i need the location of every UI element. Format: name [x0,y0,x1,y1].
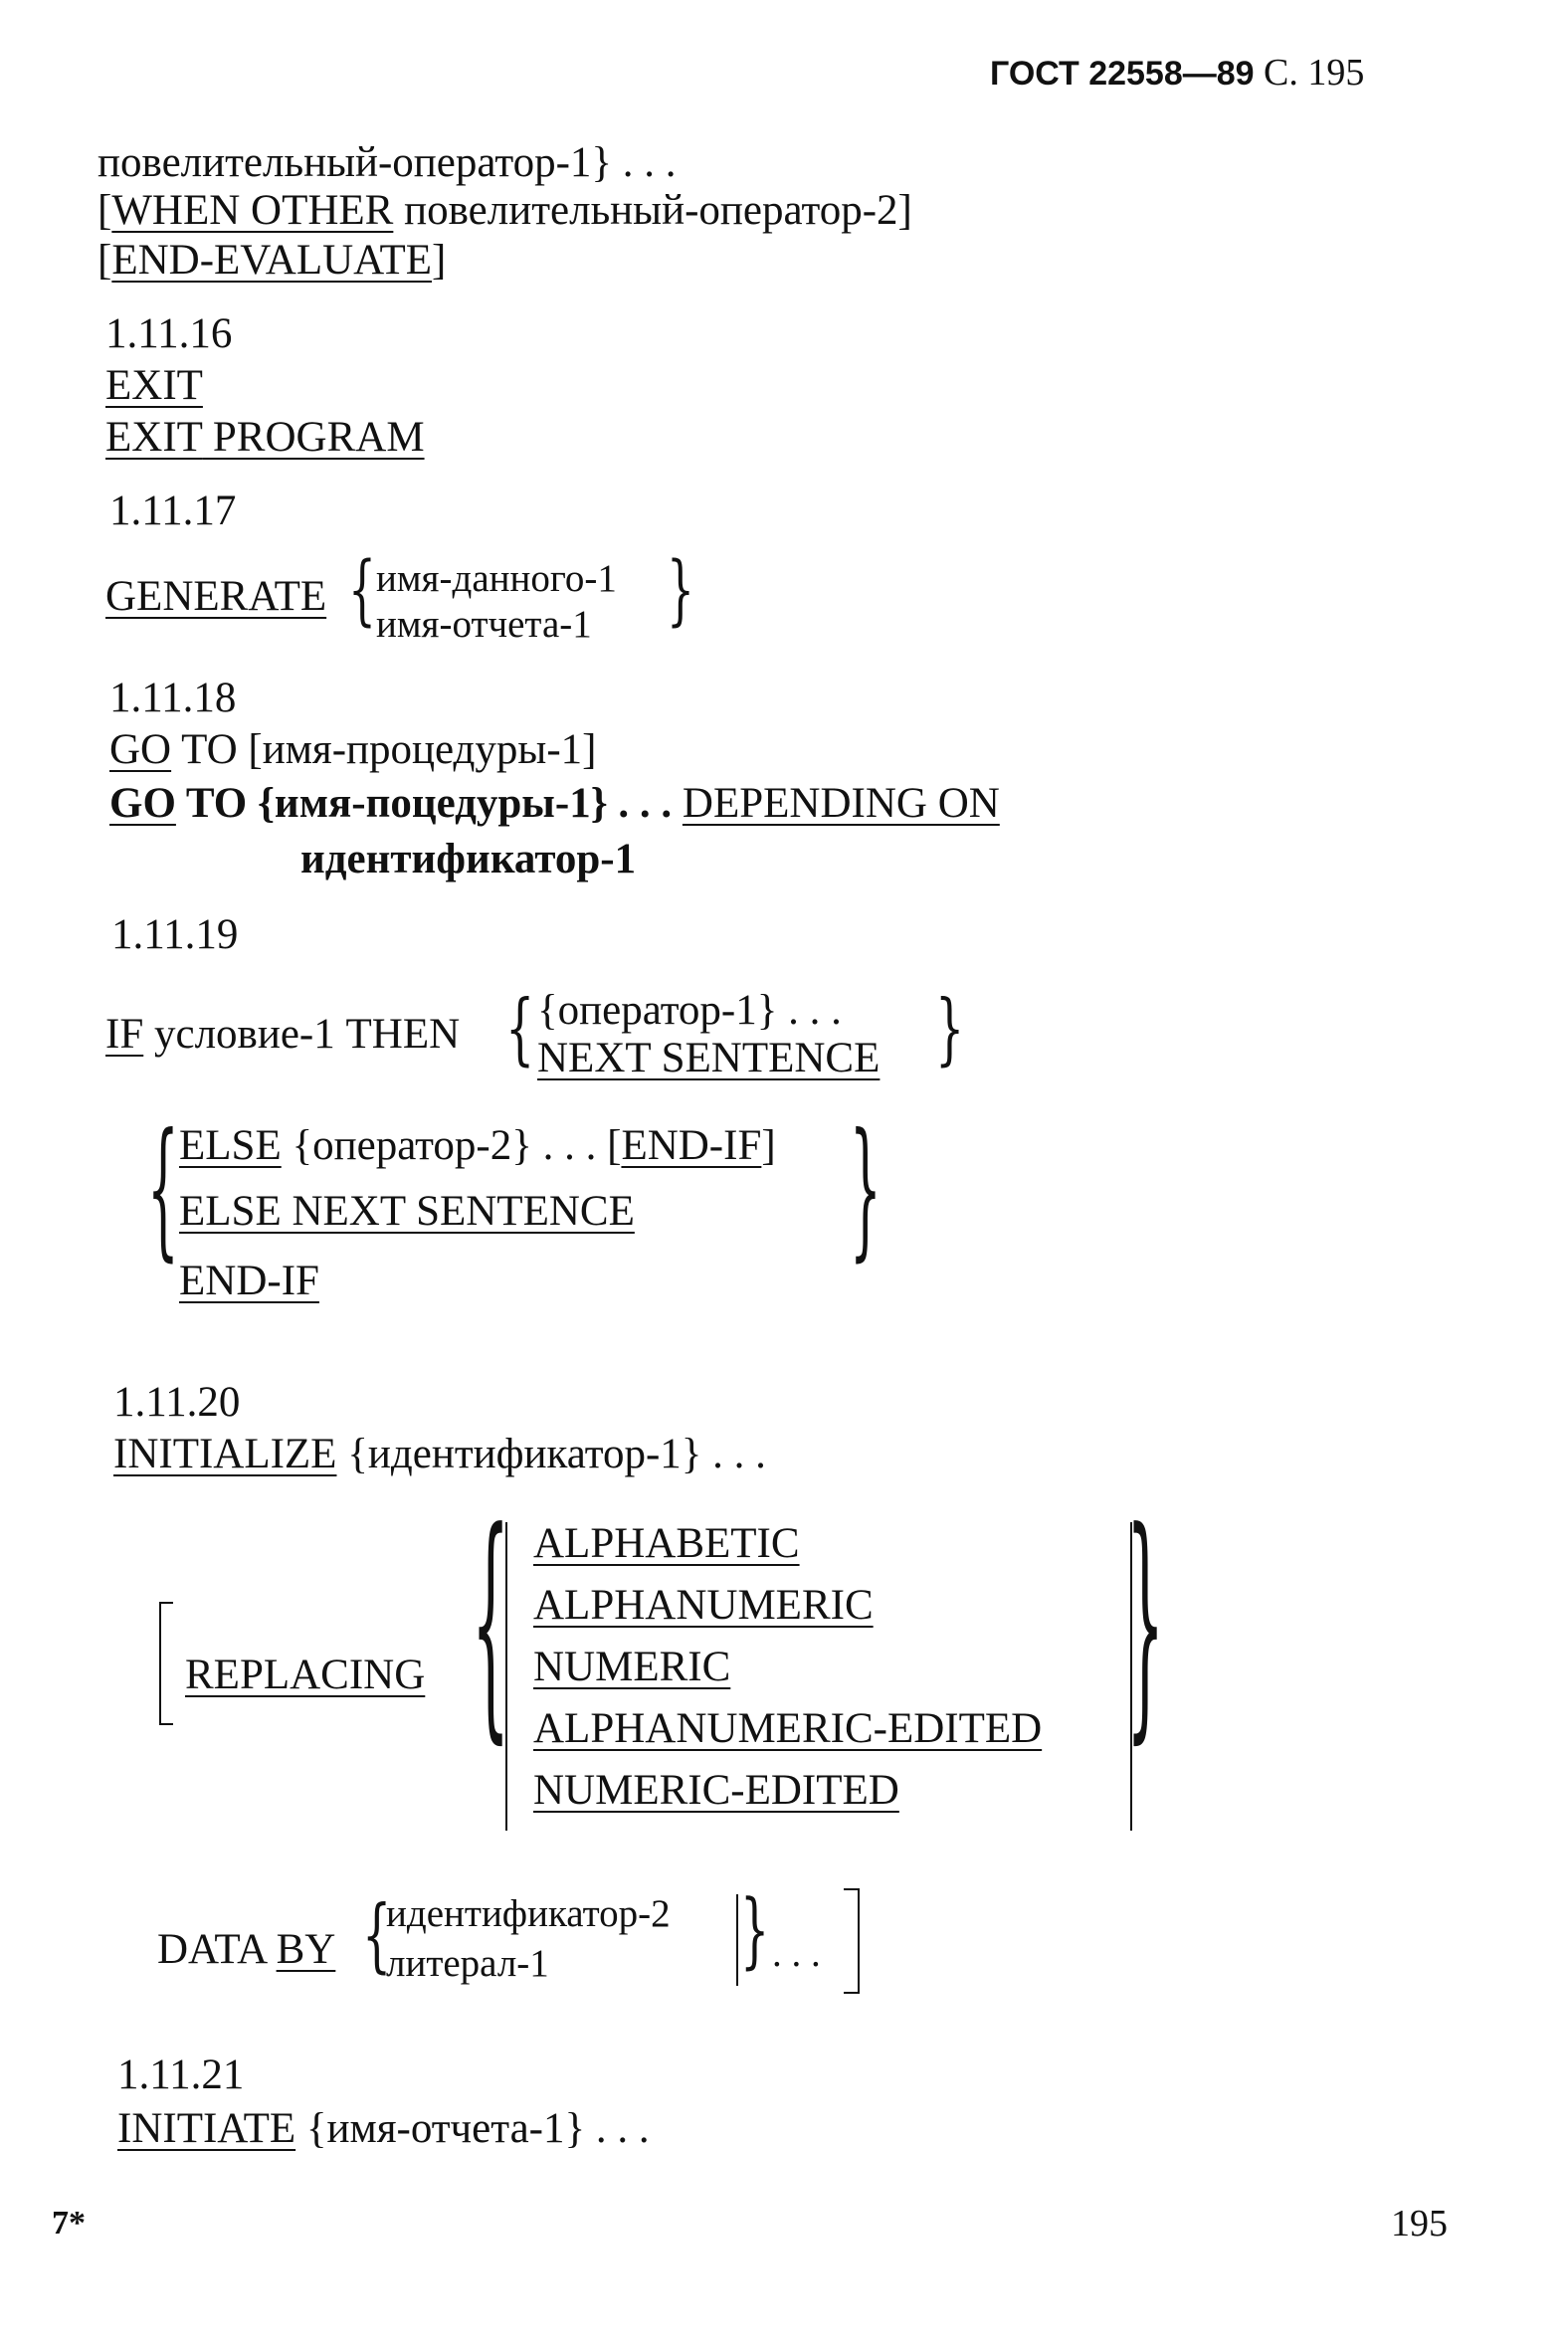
end-if-keyword: END-IF [621,1122,762,1169]
replacing-keyword: REPLACING [185,1652,426,1698]
else-operator-line: ELSE {оператор-2} . . . [END-IF] [179,1122,776,1169]
data-by-right-brace: } [740,1880,770,1978]
continuation-line-1: повелительный-оператор-1} . . . [98,139,677,186]
data-by-inner-bar [736,1894,738,1986]
replacing-outer-left-brace: { [472,1481,510,1768]
section-number-1-11-21: 1.11.21 [117,2051,245,2098]
if-right-brace: } [935,982,965,1073]
data-by-ellipsis: . . . [772,1932,821,1975]
section-number-1-11-18: 1.11.18 [109,675,237,721]
page-header: ГОСТ 22558—89 С. 195 [990,54,1364,92]
initialize-keyword: INITIALIZE [113,1431,337,1477]
data-by-option-identifier: идентификатор-2 [386,1892,671,1935]
replacing-inner-right-bar [1130,1522,1132,1831]
replacing-close-bracket-top [844,1888,860,1890]
section-number-1-11-20: 1.11.20 [113,1379,241,1426]
if-left-brace: { [505,982,535,1073]
data-by-left-brace: { [362,1887,392,1982]
when-other-line: [WHEN OTHER повелительный-оператор-2] [98,187,912,234]
go-to-identifier: идентификатор-1 [300,836,637,882]
go-to-line: GO TO [имя-процедуры-1] [109,726,597,773]
else-keyword: ELSE [179,1122,282,1169]
if-keyword: IF [105,1011,144,1058]
if-option-operator: {оператор-1} . . . [537,987,842,1034]
end-if-line: END-IF [179,1258,319,1304]
initiate-line: INITIATE {имя-отчета-1} . . . [117,2105,650,2152]
section-number-1-11-16: 1.11.16 [105,310,233,357]
replacing-keyword-line: REPLACING [185,1654,425,1696]
replacing-close-bracket [858,1888,860,1994]
if-option-next-sentence: NEXT SENTENCE [537,1035,881,1081]
exit-keyword: EXIT [105,362,203,409]
initiate-keyword: INITIATE [117,2105,296,2152]
replacing-option-alphabetic: ALPHABETIC [533,1520,800,1567]
data-by-option-literal: литерал-1 [386,1942,549,1985]
sheet-mark: 7* [52,2205,86,2242]
generate-option-1: имя-данного-1 [376,557,617,600]
exit-program-line: EXIT PROGRAM [105,416,425,459]
else-next-sentence-line: ELSE NEXT SENTENCE [179,1188,635,1235]
replacing-open-bracket-bottom [159,1723,173,1725]
go-keyword: GO [109,726,172,773]
page-number: 195 [1391,2203,1448,2244]
generate-keyword: GENERATE [105,573,327,620]
exit-line: EXIT [105,364,203,407]
replacing-option-alphanumeric-edited: ALPHANUMERIC-EDITED [533,1705,1043,1752]
generate-left-brace: { [348,546,376,636]
if-condition-line: IF условие-1 THEN [105,1011,461,1058]
replacing-option-alphanumeric: ALPHANUMERIC [533,1582,874,1629]
section-number-1-11-17: 1.11.17 [109,488,237,534]
exit-program-keyword: EXIT PROGRAM [105,414,425,461]
when-other-keyword: WHEN OTHER [111,187,394,234]
replacing-option-numeric: NUMERIC [533,1644,731,1690]
depending-on-keyword: DEPENDING ON [682,780,1000,827]
replacing-open-bracket [159,1602,161,1725]
generate-option-2: имя-отчета-1 [376,603,592,646]
replacing-outer-right-brace: } [1126,1481,1165,1768]
by-keyword: BY [276,1926,336,1973]
go-to-depending-line: GO TO {имя-поцедуры-1} . . . DEPENDING O… [109,780,1000,827]
replacing-open-bracket-top [159,1602,173,1604]
else-right-brace: } [850,1102,882,1275]
replacing-close-bracket-bottom [844,1992,860,1994]
replacing-inner-left-bar [505,1522,507,1831]
end-evaluate-line: [END-EVALUATE] [98,237,447,284]
generate-right-brace: } [667,546,694,636]
else-left-brace: { [147,1102,179,1275]
end-evaluate-keyword: END-EVALUATE [111,237,432,284]
data-by-line: DATA BY [157,1926,336,1973]
go-keyword-2: GO [109,780,176,827]
section-number-1-11-19: 1.11.19 [111,911,239,958]
initialize-line: INITIALIZE {идентификатор-1} . . . [113,1431,766,1477]
page-reference: С. 195 [1264,52,1365,94]
standard-number: ГОСТ 22558—89 [990,55,1255,93]
replacing-option-numeric-edited: NUMERIC-EDITED [533,1767,899,1814]
